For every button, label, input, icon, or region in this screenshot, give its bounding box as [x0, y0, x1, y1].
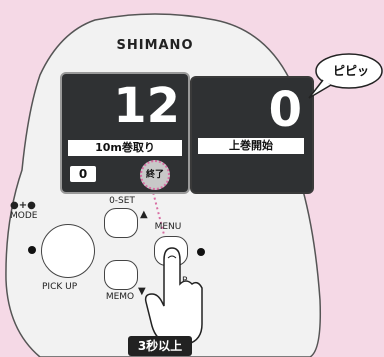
pick-up-button-label: PICK UP [42, 282, 78, 292]
memo-button-label: MEMO [105, 292, 135, 302]
secondary-display-value: 0 [268, 82, 302, 138]
mode-button-label: MODE [10, 211, 38, 221]
main-display-mode-label: 10m巻取り [68, 140, 182, 156]
secondary-display-status-label: 上巻開始 [198, 138, 304, 154]
zero-set-button-label: 0-SET [109, 196, 135, 206]
end-icon: 終了 [140, 160, 170, 190]
main-display: 12 10m巻取り 0 終了 [60, 72, 190, 194]
brand-logo: SHIMANO [116, 38, 194, 53]
indicator-dot-left [28, 246, 36, 254]
indicator-dot-right [197, 248, 205, 256]
memo-button[interactable] [104, 260, 138, 290]
up-arrow-icon: ▲ [140, 209, 148, 220]
pick-up-button[interactable] [41, 224, 95, 278]
main-display-sub-value: 0 [70, 166, 96, 182]
mode-button[interactable]: ●+● MODE [10, 200, 50, 221]
main-display-value: 12 [113, 78, 180, 134]
zero-set-button[interactable] [104, 208, 138, 238]
down-arrow-icon: ▼ [138, 286, 146, 297]
pressing-finger-icon [144, 247, 203, 345]
sound-bubble-text: ピピッ [332, 64, 369, 78]
hold-duration-badge: 3秒以上 [128, 336, 192, 356]
secondary-display: 0 上巻開始 [190, 76, 314, 194]
menu-button-label: MENU [154, 222, 182, 232]
sound-bubble [308, 53, 383, 99]
